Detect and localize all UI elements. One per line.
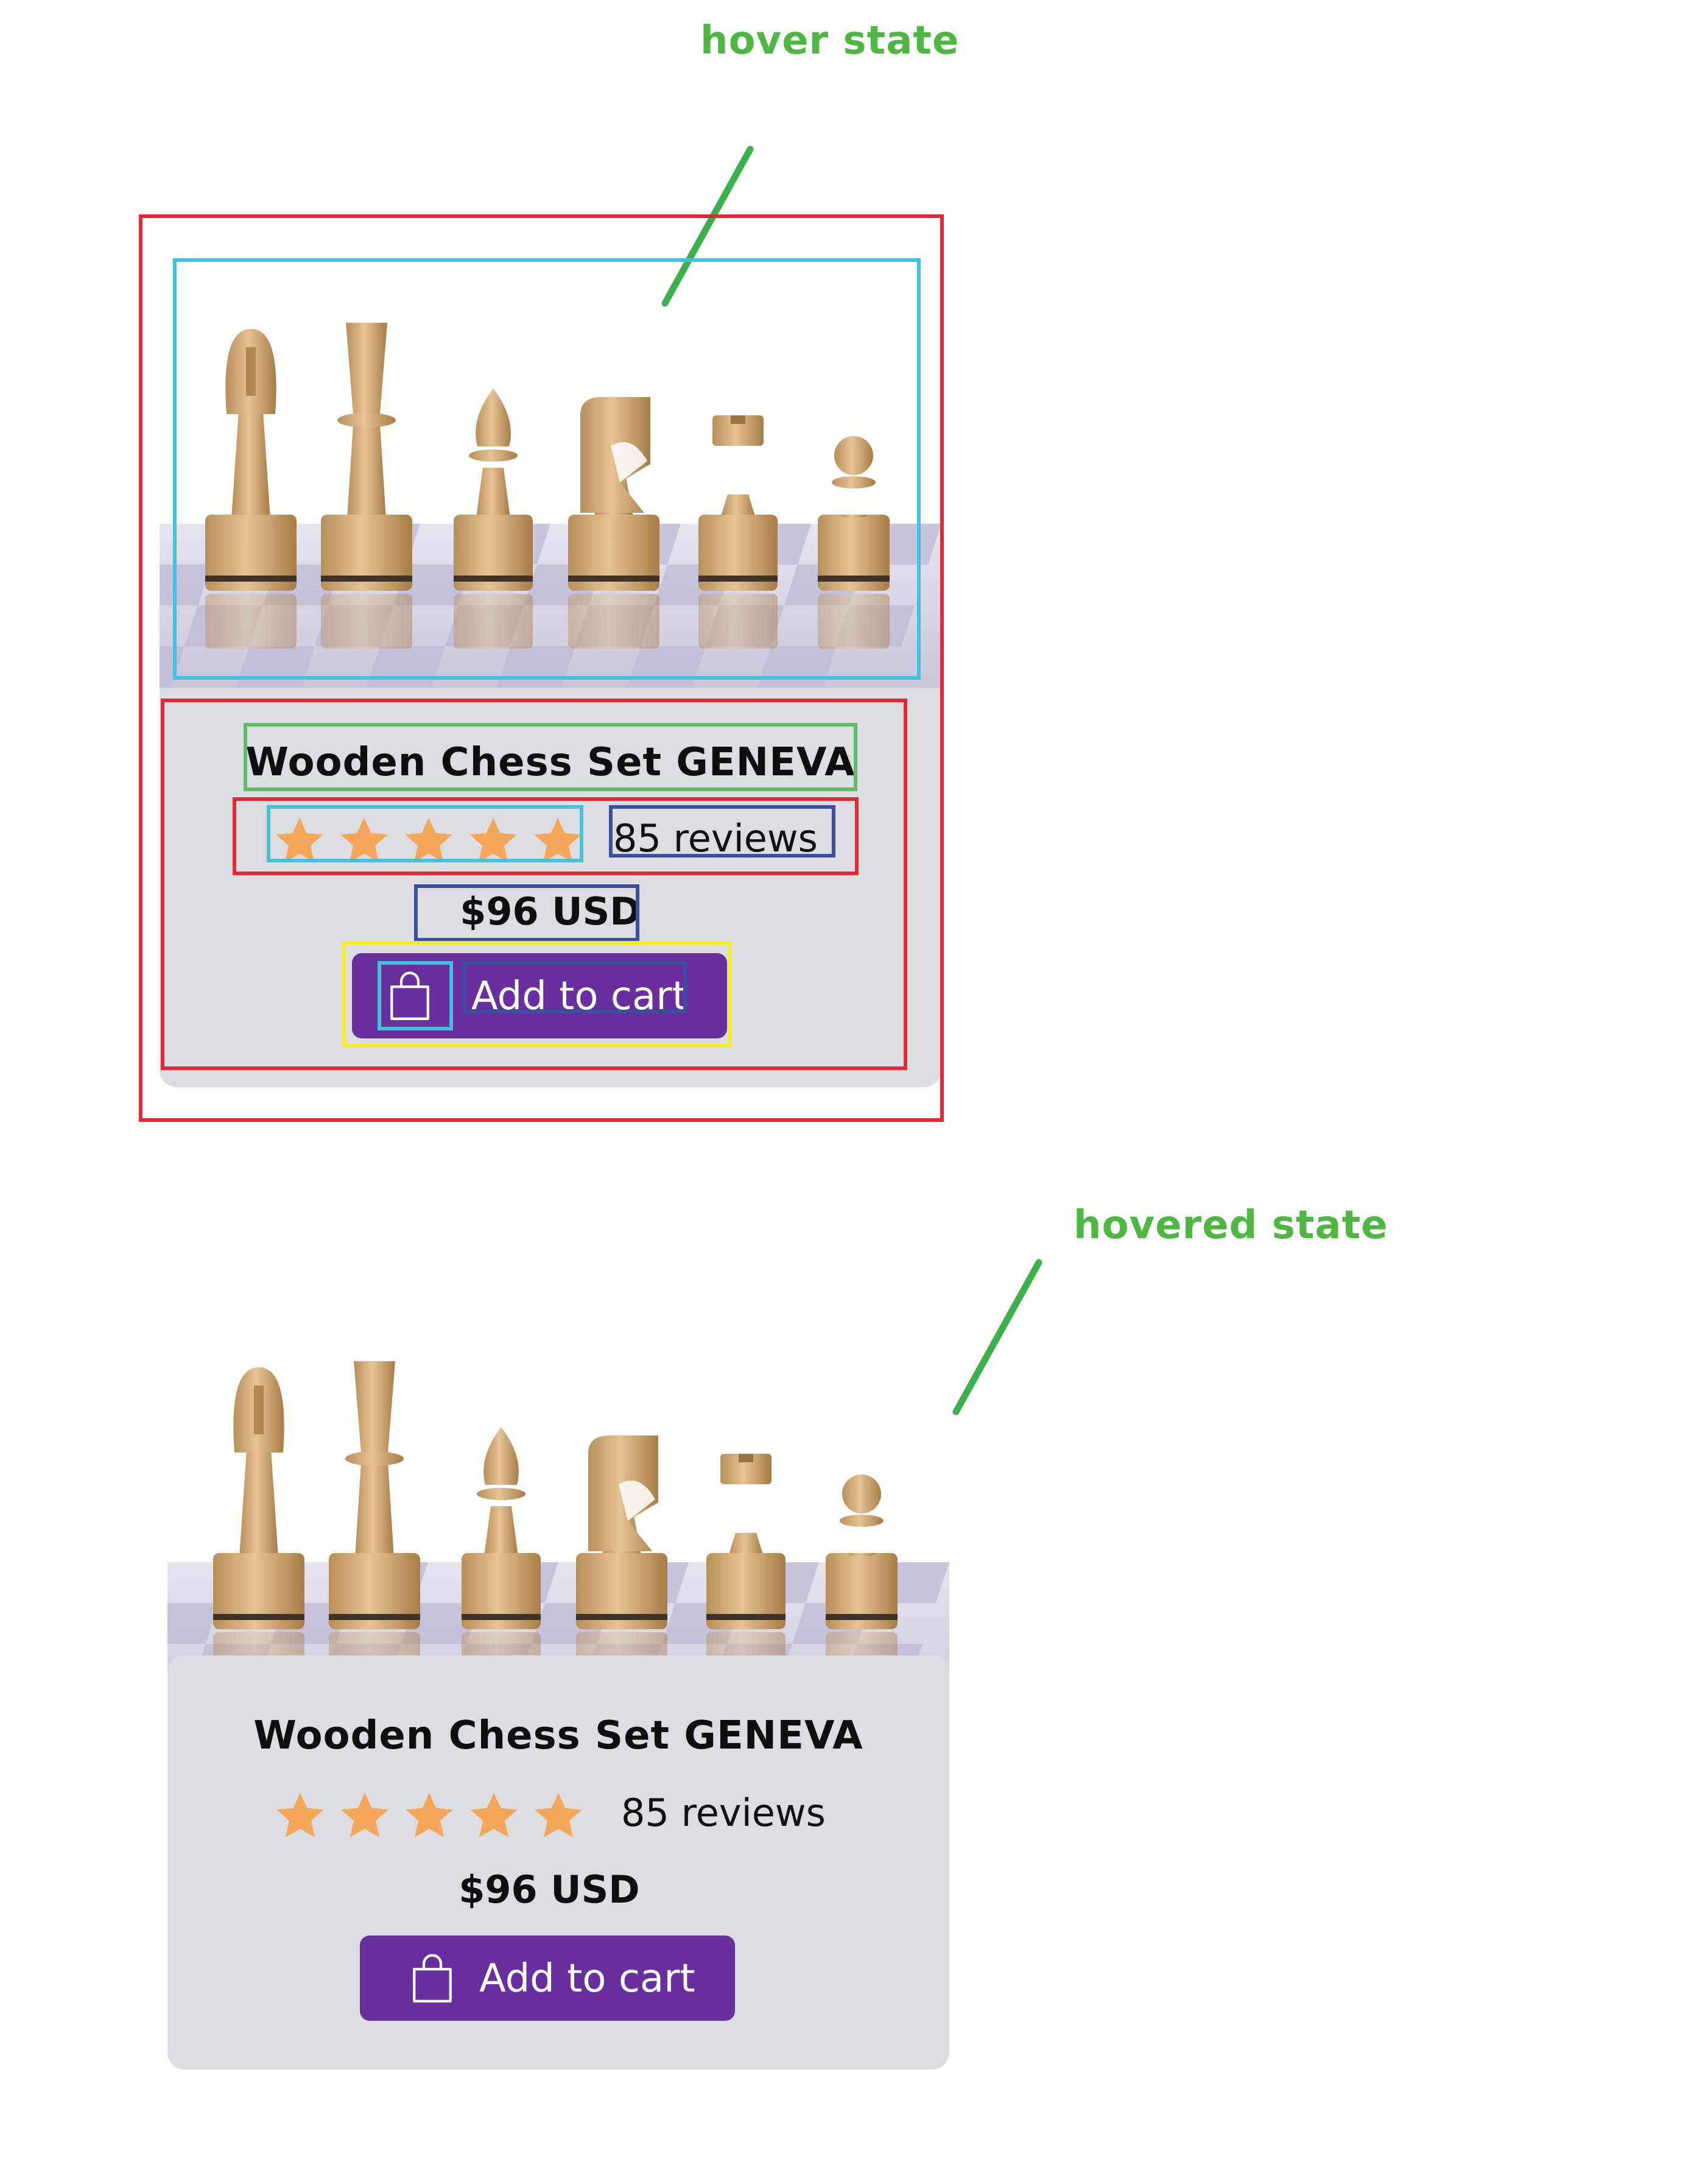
reviews-link[interactable]: 85 reviews bbox=[621, 1791, 826, 1835]
star-icon bbox=[535, 1792, 582, 1837]
add-to-cart-label: Add to cart bbox=[471, 974, 687, 1019]
star-icon bbox=[534, 817, 582, 862]
add-to-cart-button[interactable]: Add to cart bbox=[360, 1936, 735, 2021]
chess-piece-bishop bbox=[454, 389, 533, 649]
rating-stars bbox=[272, 814, 586, 868]
chess-piece-knight bbox=[576, 1436, 667, 1687]
product-price: $96 USD bbox=[459, 1867, 640, 1912]
chess-piece-bishop bbox=[462, 1427, 541, 1687]
chess-piece-king bbox=[321, 323, 412, 649]
chess-piece-pawn bbox=[818, 436, 890, 649]
star-icon bbox=[276, 817, 323, 862]
chess-piece-king2 bbox=[205, 329, 297, 649]
product-price: $96 USD bbox=[460, 889, 641, 934]
star-icon bbox=[469, 817, 517, 862]
product-card-hovered[interactable]: Wooden Chess Set GENEVA 85 reviews $96 U… bbox=[167, 1655, 949, 2070]
reviews-link[interactable]: 85 reviews bbox=[613, 816, 818, 861]
chess-piece-knight bbox=[568, 397, 659, 649]
chess-pieces-image bbox=[160, 323, 941, 688]
chess-piece-king2 bbox=[213, 1367, 304, 1687]
product-title[interactable]: Wooden Chess Set GENEVA bbox=[253, 1713, 863, 1758]
chess-piece-rook bbox=[706, 1454, 785, 1687]
chess-piece-rook bbox=[698, 415, 778, 649]
shopping-bag-icon bbox=[390, 971, 429, 1020]
product-title[interactable]: Wooden Chess Set GENEVA bbox=[245, 740, 856, 785]
add-to-cart-label: Add to cart bbox=[479, 1956, 695, 2001]
annotation-hovered-state: hovered state bbox=[1074, 1203, 1388, 1248]
chess-piece-king bbox=[329, 1361, 420, 1687]
star-icon bbox=[405, 817, 452, 862]
star-icon bbox=[276, 1792, 324, 1837]
star-icon bbox=[340, 817, 388, 862]
star-icon bbox=[341, 1792, 388, 1837]
annotation-pointer-bottom bbox=[952, 1259, 1042, 1415]
annotation-hover-state: hover state bbox=[700, 18, 960, 63]
star-icon bbox=[470, 1792, 518, 1837]
star-icon bbox=[406, 1792, 453, 1837]
product-image[interactable] bbox=[160, 256, 941, 688]
rating-stars bbox=[272, 1789, 586, 1843]
add-to-cart-button[interactable]: Add to cart bbox=[352, 953, 727, 1038]
shopping-bag-icon bbox=[413, 1954, 452, 2003]
product-card-annotated[interactable]: Wooden Chess Set GENEVA 85 reviews $96 U… bbox=[160, 661, 941, 1087]
